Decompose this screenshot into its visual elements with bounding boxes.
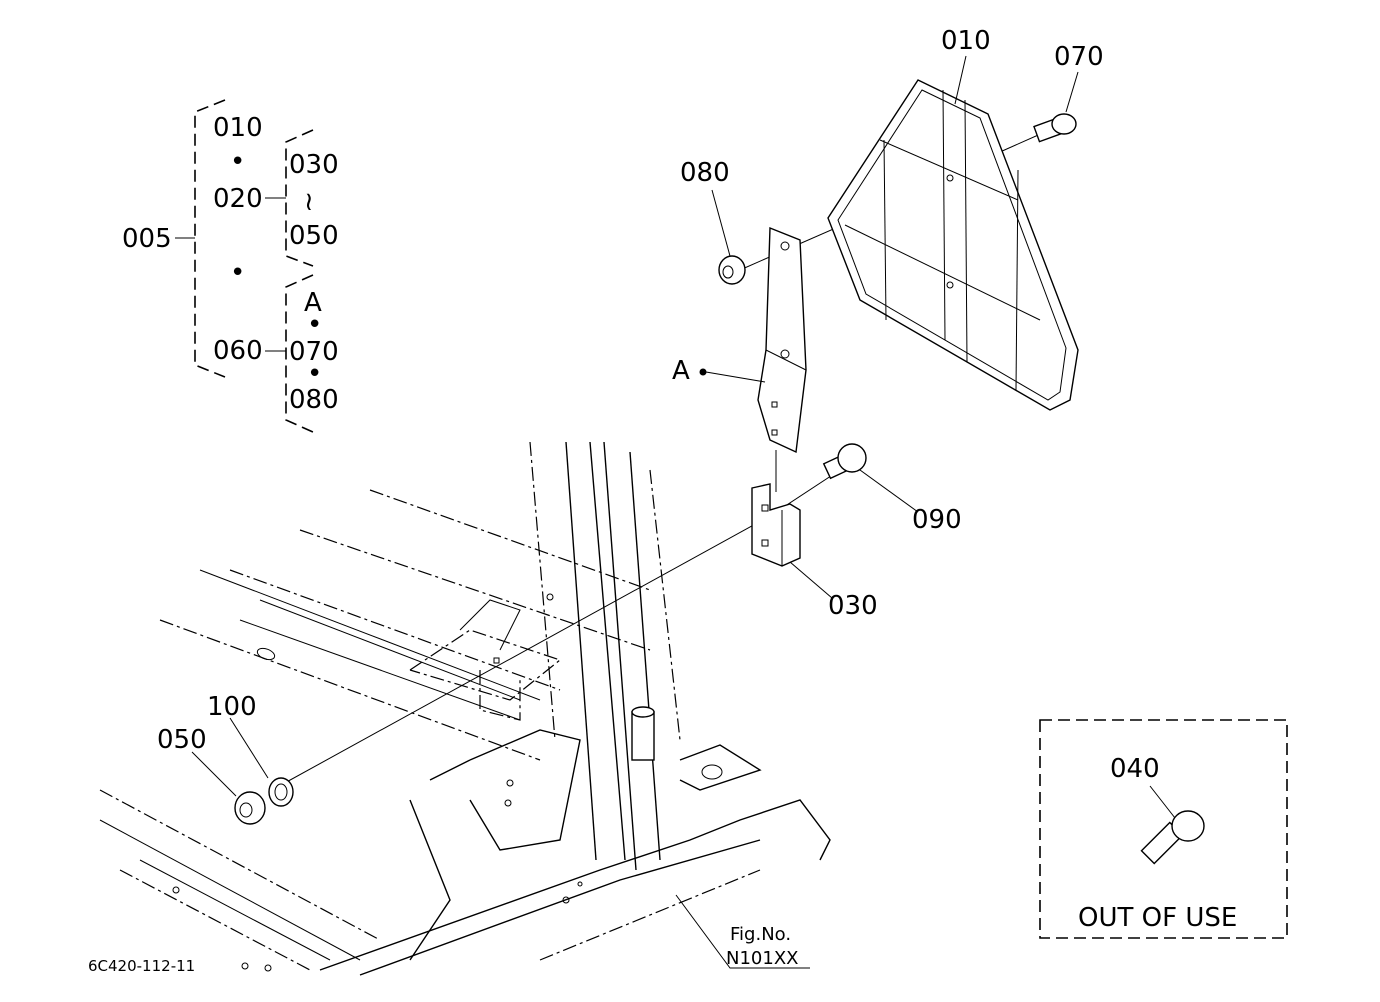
callout-070: 070 xyxy=(1054,42,1104,72)
callout-040: 040 xyxy=(1110,754,1160,784)
spring-washer-100 xyxy=(268,777,294,807)
tree-item-080: 080 xyxy=(289,385,339,415)
tree-item-A: A xyxy=(304,288,322,318)
tree-item-050: 050 xyxy=(289,221,339,251)
callout-100: 100 xyxy=(207,692,257,722)
tree-dot: • xyxy=(307,310,322,340)
drawing-code: 6C420-112-11 xyxy=(88,957,195,975)
tree-item-070: 070 xyxy=(289,337,339,367)
cab-frame xyxy=(99,441,831,976)
bolt-090 xyxy=(822,443,867,480)
parts-tree: 005 010 • 020 030 ≀ 050 • 060 A • 070 • … xyxy=(122,99,339,433)
nut-050 xyxy=(234,791,266,825)
holder-030 xyxy=(751,483,801,567)
bolt-070 xyxy=(1033,113,1077,143)
callout-080: 080 xyxy=(680,158,730,188)
fig-no-label: Fig.No. xyxy=(730,924,791,945)
fig-no-number: N101XX xyxy=(726,948,798,969)
bolt-040 xyxy=(1140,810,1205,865)
out-of-use-box: 040 OUT OF USE xyxy=(1039,719,1288,939)
tree-dot: • xyxy=(230,258,245,288)
tree-item-010: 010 xyxy=(213,113,263,143)
out-of-use-text: OUT OF USE xyxy=(1078,903,1237,933)
stay-bracket-A xyxy=(699,226,807,454)
callout-A: A xyxy=(672,356,690,386)
tree-dot: • xyxy=(230,147,245,177)
callout-050: 050 xyxy=(157,725,207,755)
nut-080 xyxy=(718,255,746,285)
callout-090: 090 xyxy=(912,505,962,535)
tree-dot: • xyxy=(307,359,322,389)
tree-root-005: 005 xyxy=(122,224,172,254)
part-A-dot xyxy=(699,368,707,376)
reflector-panel-010 xyxy=(827,79,1079,411)
tree-item-030: 030 xyxy=(289,150,339,180)
callout-leaders xyxy=(191,55,1079,969)
callout-030: 030 xyxy=(828,591,878,621)
callout-010: 010 xyxy=(941,26,991,56)
tree-range-symbol: ≀ xyxy=(304,187,314,217)
tree-item-020: 020 xyxy=(213,184,263,214)
tree-item-060: 060 xyxy=(213,336,263,366)
